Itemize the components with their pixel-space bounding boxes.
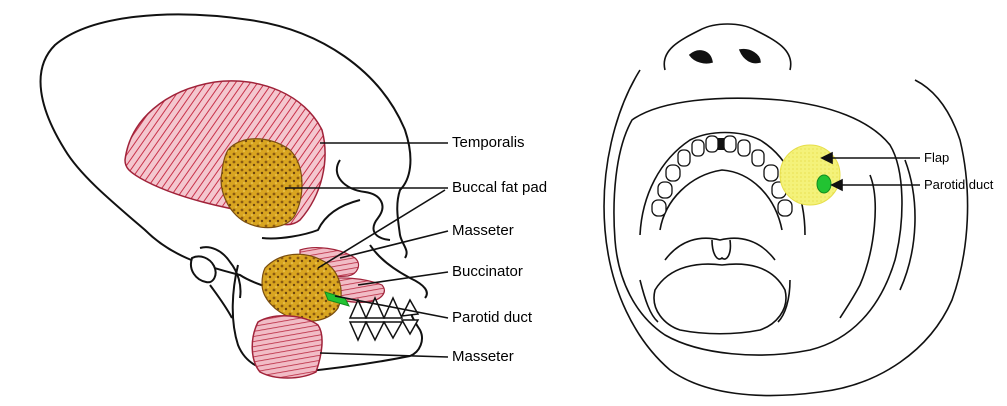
label-flap: Flap <box>924 150 949 165</box>
condyle-outline <box>191 256 216 282</box>
incisor-gap <box>718 138 724 150</box>
cheek-inner-line <box>840 175 875 318</box>
label-buccal-fat-pad: Buccal fat pad <box>452 179 547 196</box>
nostril-left <box>690 51 712 63</box>
label-masseter-upper: Masseter <box>452 222 514 239</box>
buccal-fat-pad-upper <box>221 139 302 228</box>
face-outline <box>604 70 968 396</box>
nose-outline <box>664 24 791 70</box>
label-temporalis: Temporalis <box>452 134 525 151</box>
parotid-duct-right <box>817 175 831 193</box>
teeth-lower-skull <box>350 298 418 340</box>
throat-outline <box>665 238 775 260</box>
label-masseter-lower: Masseter <box>452 348 514 365</box>
nostril-right <box>740 50 760 63</box>
mastoid-outline <box>210 285 232 318</box>
masseter-muscle-lower <box>252 316 322 378</box>
label-parotid-duct-left: Parotid duct <box>452 309 532 326</box>
label-parotid-duct-right: Parotid duct <box>924 177 993 192</box>
cheek-outer-line <box>900 160 915 290</box>
tongue <box>654 264 786 334</box>
leader-masseter-lower <box>320 353 448 357</box>
label-buccinator: Buccinator <box>452 263 523 280</box>
uvula <box>712 240 730 259</box>
